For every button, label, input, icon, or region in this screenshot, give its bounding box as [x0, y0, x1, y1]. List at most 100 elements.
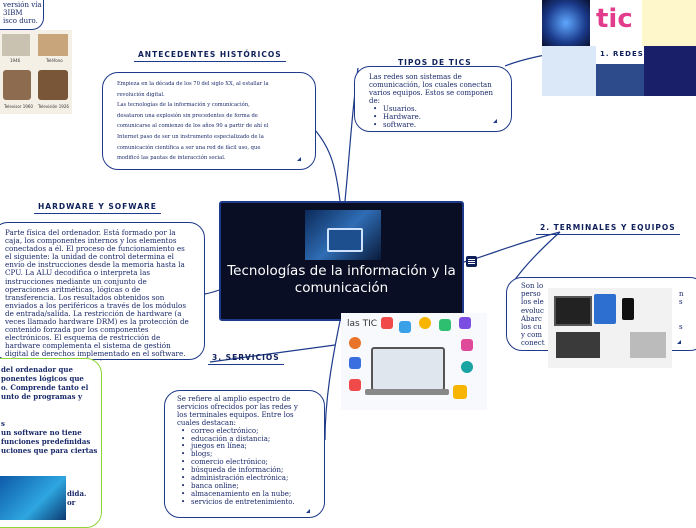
servicios-intro-line: servicios ofrecidos por las redes y — [177, 402, 298, 411]
terminales-line: Abarc — [521, 314, 542, 323]
servicios-item: banca online; — [181, 482, 298, 491]
app-icon — [349, 337, 361, 349]
software-image — [0, 476, 66, 520]
software-line: del ordenador que — [1, 365, 73, 374]
tipos-intro-line: de: — [369, 97, 380, 105]
servicios-item: juegos en línea; — [181, 443, 298, 452]
hardware-line: el siguiente: la unidad de control deter… — [5, 252, 174, 262]
software-line: ponentes lógicos que — [1, 374, 84, 383]
connector-servicios-heading — [209, 344, 336, 363]
app-icon — [419, 317, 431, 329]
top-left-line: versión vía — [3, 1, 42, 9]
antecedentes-line: modificó las pautas de interacción socia… — [117, 155, 226, 162]
network-picture — [596, 64, 644, 96]
apps-image: las TIC — [341, 313, 487, 410]
terminales-right-char: n — [679, 290, 684, 298]
app-icon — [461, 339, 473, 351]
software-line: un software no tiene — [1, 428, 82, 437]
hardware-line: CPU. La ALU decodifica o interpreta las — [5, 268, 151, 278]
tablet-picture — [594, 294, 616, 324]
tipos-intro-line: comunicación, los cuales conectan — [369, 81, 492, 89]
tipos-item: Usuarios. — [373, 105, 493, 113]
tipos-node: Las redes son sistemas de comunicación, … — [354, 66, 512, 132]
resize-corner-icon[interactable] — [297, 157, 301, 161]
resize-corner-icon[interactable] — [677, 340, 681, 344]
top-left-fragment-node: versión vía 3IBM isco duro. — [0, 0, 44, 30]
software-line: unto de programas y — [1, 392, 83, 401]
servicios-item: educación a distancia; — [181, 435, 298, 444]
laptop-icon — [327, 228, 363, 252]
central-node[interactable]: Tecnologías de la información y la comun… — [219, 201, 464, 321]
hardware-node: Parte física del ordenador. Está formado… — [0, 222, 205, 360]
antecedentes-node: Empieza en la década de los 70 del siglo… — [102, 72, 316, 170]
hardware-line: envío de instrucciones desde la memoria … — [5, 260, 185, 270]
antecedentes-line: comunicarse al comienzo de los años 90 a… — [117, 123, 269, 130]
printer-picture — [630, 332, 666, 358]
terminales-right-char — [679, 306, 684, 314]
terminales-line: perso — [521, 290, 541, 299]
collage-text: tic — [596, 4, 633, 34]
servicios-intro-line: Se refiere al amplio espectro de — [177, 395, 291, 403]
servicios-item: blogs; — [181, 450, 298, 459]
app-icon — [349, 379, 361, 391]
laptop-picture — [371, 347, 445, 391]
redes-label-box: 1. REDES — [596, 46, 644, 64]
connector-antecedentes — [314, 129, 341, 202]
terminales-heading: 2. TERMINALES Y EQUIPOS — [536, 223, 680, 235]
tipos-item: Hardware. — [373, 113, 493, 121]
terminales-line: y com — [521, 331, 542, 340]
antecedentes-line: comunicación científica a ser una red de… — [117, 144, 261, 151]
terminales-line: los ele — [521, 298, 544, 307]
hardware-line: operaciones aritméticas, lógicas o de — [5, 284, 141, 294]
software-line: or — [67, 498, 76, 507]
top-left-line: 3IBM — [3, 9, 23, 17]
app-icon — [461, 361, 473, 373]
antecedentes-line: Empieza en la década de los 70 del siglo… — [117, 81, 269, 87]
hardware-line: enviados a los periféricos a través de l… — [5, 300, 187, 310]
antecedentes-line: Internet paso de ser un instrumento espe… — [117, 133, 264, 140]
apps-picture — [542, 46, 596, 96]
terminales-line: los cu — [521, 323, 542, 332]
antecedentes-line: revolución digital. — [117, 91, 165, 98]
servicios-item: servicios de entretenimiento. — [181, 498, 298, 507]
notes-icon[interactable] — [466, 256, 477, 267]
hardware-line: conectados a él. El proceso de funcionam… — [5, 244, 185, 254]
tv-1960-picture — [3, 70, 31, 100]
globe-picture — [542, 0, 590, 46]
phone-picture — [38, 34, 68, 56]
software-line: uciones que para ciertas — [1, 446, 98, 455]
laptop-picture — [556, 332, 600, 358]
hardware-line: digital de derechos implementado en el s… — [5, 349, 186, 359]
devices-image — [548, 288, 672, 368]
terminales-line: conect — [521, 339, 545, 348]
software-line: funciones predefinidas — [1, 437, 91, 446]
app-icon — [349, 357, 361, 369]
laptop-base-picture — [365, 389, 449, 395]
hardware-heading: HARDWARE Y SOFWARE — [34, 202, 161, 214]
app-icon — [439, 319, 451, 331]
app-icon — [381, 317, 393, 329]
tipos-intro-line: Las redes son sistemas de — [369, 73, 462, 81]
software-line: o. Comprende tanto el — [1, 383, 89, 392]
hardware-line: transferencia. Los resultados obtenidos … — [5, 292, 165, 302]
hardware-line: caja, los componentes internos y los ele… — [5, 236, 177, 246]
hardware-line: hardware complementa el sistema de gesti… — [5, 341, 171, 351]
hardware-line: veces llamado hardware DRM) es la protec… — [5, 317, 189, 327]
servicios-intro-line: cuales destacan: — [177, 418, 236, 427]
app-icon — [399, 321, 411, 333]
resize-corner-icon[interactable] — [493, 119, 497, 123]
antecedentes-line: Las tecnologías de la información y comu… — [117, 102, 250, 109]
hardware-line: Parte física del ordenador. Está formado… — [5, 228, 176, 237]
timeline-label: Teléfono — [46, 58, 63, 63]
central-image — [305, 210, 381, 260]
resize-corner-icon[interactable] — [306, 509, 310, 513]
monitor-picture — [554, 296, 592, 326]
terminales-right-char: s — [679, 322, 683, 331]
tipos-item: software. — [373, 121, 493, 129]
servicios-heading: 3. SERVICIOS — [208, 353, 284, 365]
antecedentes-line: desataron una explosión sin precedentes … — [117, 112, 258, 119]
hardware-line: de entrada/salida. La restricción de har… — [5, 308, 182, 318]
connector-hardware — [204, 289, 220, 295]
bulb-picture — [642, 0, 696, 46]
antecedentes-heading: ANTECEDENTES HISTÓRICOS — [134, 50, 286, 62]
